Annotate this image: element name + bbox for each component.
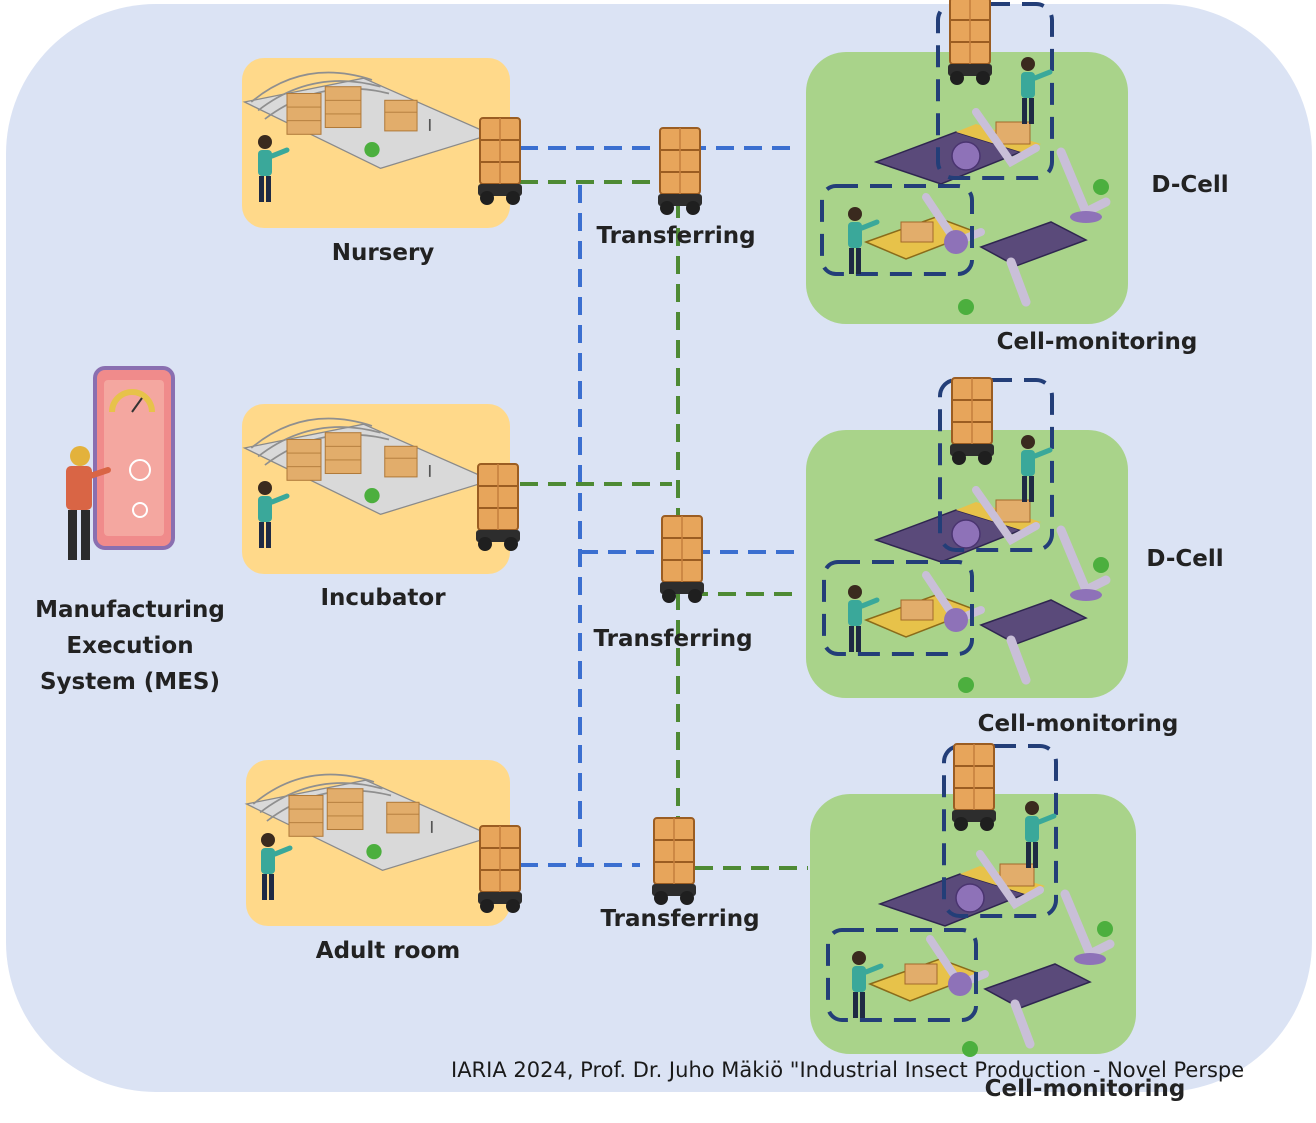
mes-label-line1: Manufacturing (35, 597, 225, 623)
agv-robot-icon (651, 817, 697, 906)
transferring-label-1: Transferring (596, 223, 755, 249)
adult-room-label: Adult room (316, 938, 460, 964)
agv-robot-icon (659, 515, 705, 604)
mes-label-line3: System (MES) (40, 669, 220, 695)
cell-monitoring-label-3: Cell-monitoring (985, 1076, 1186, 1102)
incubator-label: Incubator (320, 585, 446, 611)
adult-room (245, 760, 523, 926)
d-cell-2 (806, 377, 1128, 698)
cell-monitoring-label-1: Cell-monitoring (997, 329, 1198, 355)
nursery-label: Nursery (332, 240, 435, 266)
footer-caption: IARIA 2024, Prof. Dr. Juho Mäkiö "Indust… (451, 1058, 1244, 1082)
mes-operator-icon (66, 366, 175, 560)
d-cell-2-title: D-Cell (1146, 546, 1223, 572)
nursery-room (242, 58, 523, 228)
d-cell-3 (810, 743, 1136, 1057)
incubator-room (242, 404, 521, 574)
d-cell-1-title: D-Cell (1151, 172, 1228, 198)
transferring-label-3: Transferring (600, 906, 759, 932)
transferring-label-2: Transferring (593, 626, 752, 652)
agv-robot-icon (657, 127, 703, 216)
mes-label-line2: Execution (66, 633, 193, 659)
cell-monitoring-label-2: Cell-monitoring (978, 711, 1179, 737)
d-cell-1 (806, 0, 1128, 324)
